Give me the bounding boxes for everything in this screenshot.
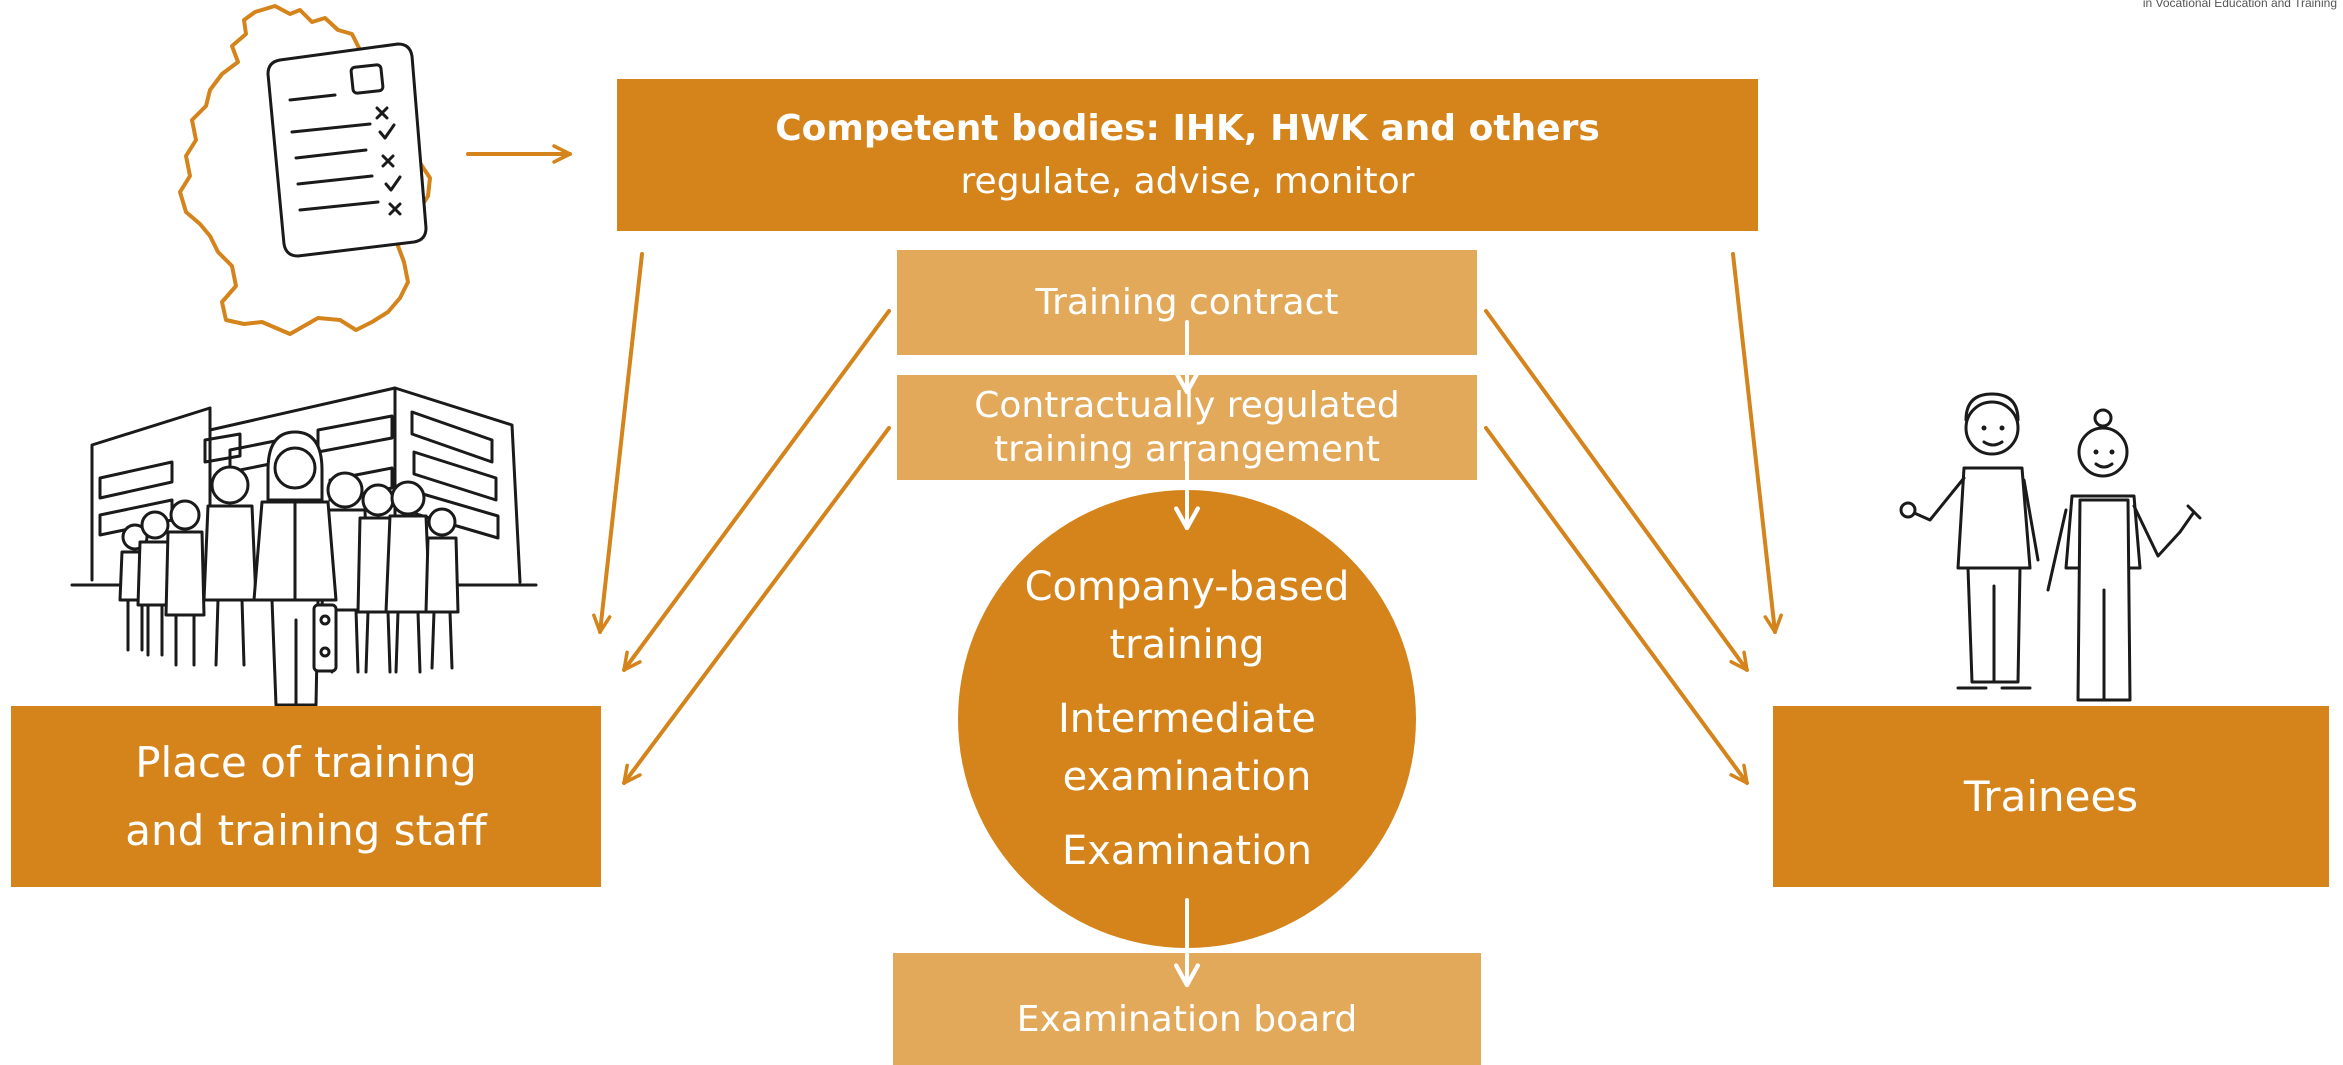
competent-bodies-subtitle: regulate, advise, monitor: [960, 161, 1415, 202]
examination-board-label: Examination board: [1016, 998, 1358, 1040]
company-based-training-label: Company-based training: [1025, 558, 1350, 674]
trainees-box: Trainees: [1773, 706, 2329, 887]
training-circle: Company-based training Intermediate exam…: [958, 490, 1416, 948]
place-line-1: Place of training: [135, 738, 477, 788]
place-line-2: and training staff: [125, 805, 487, 855]
intermediate-examination-label: Intermediate examination: [1058, 690, 1316, 806]
company-based-line-2: training: [1109, 622, 1265, 668]
trainees-illustration: [1899, 392, 2202, 714]
competent-bodies-title: Competent bodies: IHK, HWK and others: [775, 108, 1600, 149]
company-based-line-1: Company-based: [1024, 564, 1350, 610]
checklist-document-icon: [266, 42, 428, 258]
corner-note: in Vocational Education and Training: [2142, 0, 2337, 10]
intermediate-line-2: examination: [1062, 754, 1312, 800]
competent-bodies-box: Competent bodies: IHK, HWK and others re…: [617, 79, 1758, 231]
company-staff-illustration: [70, 386, 538, 714]
intermediate-line-1: Intermediate: [1057, 696, 1317, 742]
examination-label: Examination: [1061, 828, 1313, 874]
place-of-training-box: Place of training and training staff: [11, 706, 601, 887]
training-contract-label: Training contract: [1035, 282, 1339, 323]
trainees-label: Trainees: [1963, 772, 2139, 821]
